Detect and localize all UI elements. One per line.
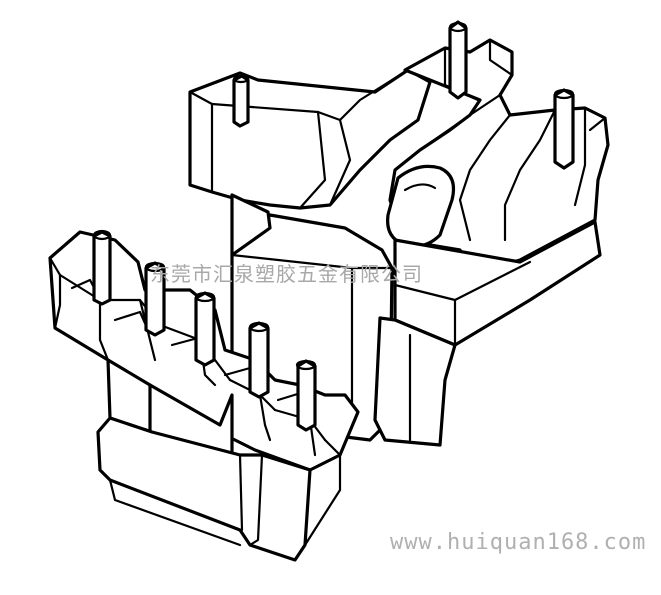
- watermark-url-text: www.huiquan168.com: [390, 530, 647, 555]
- watermark-company-text: 东莞市汇泉塑胶五金有限公司: [150, 262, 423, 286]
- bobbin-base: [96, 358, 342, 562]
- front-pins: [92, 229, 317, 432]
- front-pin-4: [248, 321, 270, 399]
- back-pins: [232, 20, 575, 170]
- front-pin-1: [92, 229, 112, 306]
- front-pin-3: [194, 291, 216, 367]
- front-pin-5: [295, 359, 317, 432]
- back-pin-3: [553, 88, 575, 170]
- back-pin-1: [232, 74, 250, 128]
- front-pin-2: [144, 261, 166, 337]
- back-pin-2: [448, 20, 468, 100]
- bobbin-back-flange: [188, 38, 610, 347]
